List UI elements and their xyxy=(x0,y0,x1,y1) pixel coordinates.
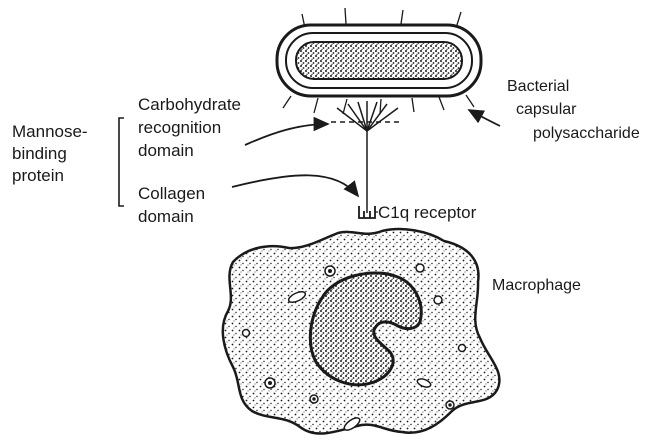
bacterial-label-line1: Bacterial xyxy=(507,77,569,96)
capsule-fibers-bottom xyxy=(283,95,474,114)
crd-label-line2: recognition xyxy=(138,118,221,138)
collagen-label-line2: domain xyxy=(138,207,194,227)
bacterial-label-line2: capsular xyxy=(516,100,576,119)
collagen-arrow xyxy=(232,175,358,196)
bacterial-cytoplasm xyxy=(296,42,462,79)
polysaccharide-arrow xyxy=(469,110,500,126)
macrophage-label: Macrophage xyxy=(492,276,581,295)
mbp-label-line3: protein xyxy=(12,166,64,186)
bacterium xyxy=(277,8,481,114)
c1q-receptor-label: C1q receptor xyxy=(378,203,476,223)
mbp-label-line2: binding xyxy=(12,144,67,164)
crd-arrow xyxy=(245,124,328,145)
macrophage xyxy=(223,229,500,434)
mbp-bracket xyxy=(119,118,124,206)
crd-label-line3: domain xyxy=(138,141,194,161)
crd-label-line1: Carbohydrate xyxy=(138,95,241,115)
mannose-binding-protein xyxy=(331,101,403,213)
collagen-label-line1: Collagen xyxy=(138,184,205,204)
bacterial-label-line3: polysaccharide xyxy=(533,124,640,143)
mbp-label-line1: Mannose- xyxy=(12,122,88,142)
